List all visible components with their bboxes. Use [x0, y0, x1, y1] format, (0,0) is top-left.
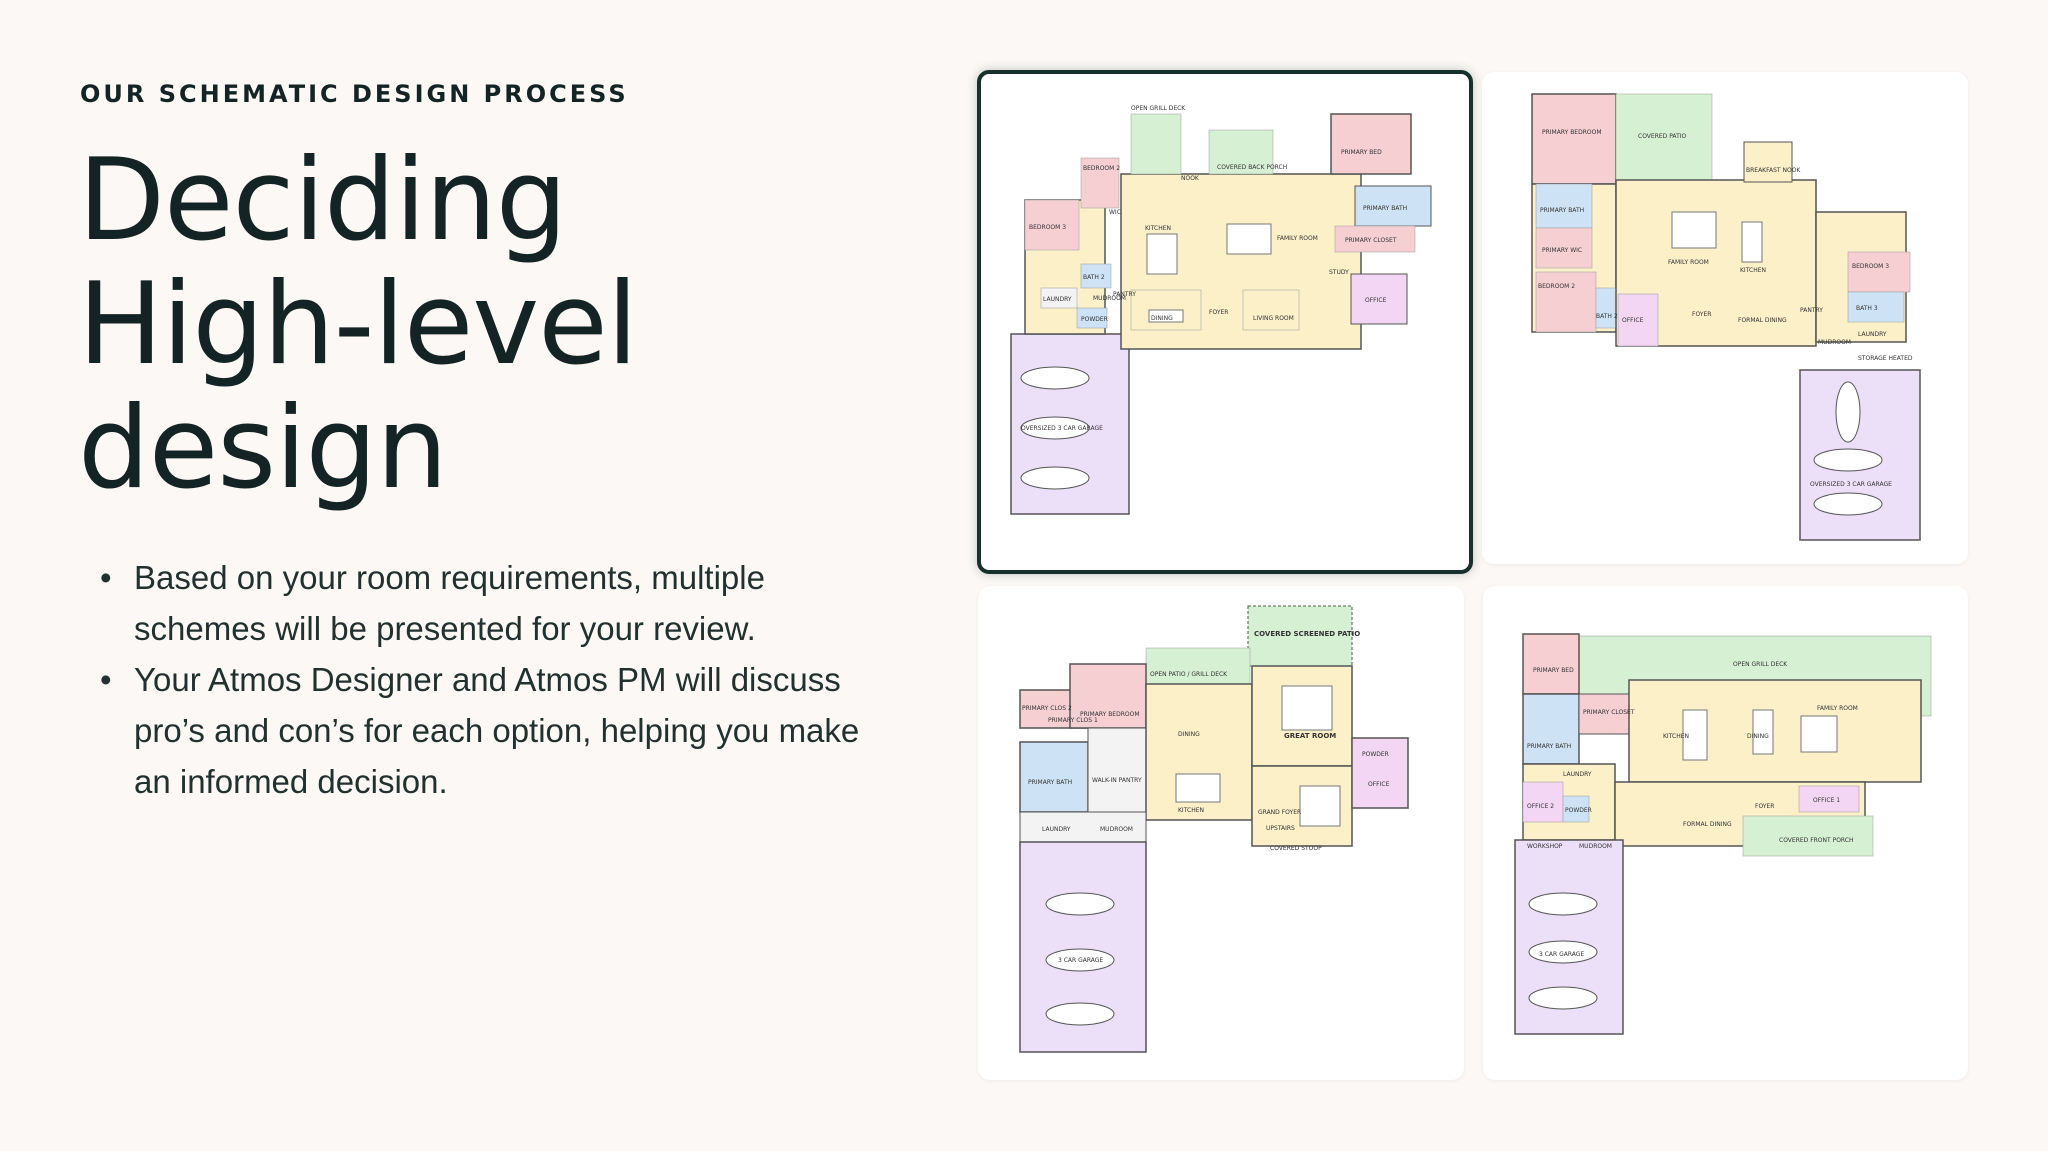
plan3-label-primary-bed: PRIMARY BEDROOM	[1080, 711, 1140, 718]
section-eyebrow: OUR SCHEMATIC DESIGN PROCESS	[80, 80, 629, 108]
title-line-1: Deciding	[78, 134, 568, 266]
plan3-label-stoop: COVERED STOOP	[1270, 845, 1322, 852]
plan4-label-laundry: LAUNDRY	[1563, 771, 1592, 778]
floor-plan-card-3[interactable]: COVERED SCREENED PATIO OPEN PATIO / GRIL…	[978, 586, 1464, 1080]
plan2-label-family: FAMILY ROOM	[1668, 259, 1709, 266]
plan2-label-mudroom: MUDROOM	[1818, 339, 1851, 346]
plan4-label-primary-bath: PRIMARY BATH	[1527, 743, 1571, 750]
plan4-label-dining: DINING	[1747, 733, 1769, 740]
plan3-label-open-patio: OPEN PATIO / GRILL DECK	[1150, 671, 1228, 678]
plan3-label-garage: 3 CAR GARAGE	[1058, 957, 1103, 964]
bullet-item: Your Atmos Designer and Atmos PM will di…	[100, 654, 860, 807]
plan1-label-bath2: BATH 2	[1083, 274, 1105, 281]
plan1-label-bedroom3: BEDROOM 3	[1029, 224, 1066, 231]
plan3-label-clos1: PRIMARY CLOS 1	[1048, 717, 1098, 724]
title-line-2: High-level	[78, 258, 638, 390]
plan4-label-workshop: WORKSHOP	[1527, 843, 1563, 850]
plan3-label-laundry: LAUNDRY	[1042, 826, 1071, 833]
plan2-label-patio: COVERED PATIO	[1638, 133, 1686, 140]
plan2-label-primary-wic: PRIMARY WIC	[1542, 247, 1582, 254]
plan2-label-kitchen: KITCHEN	[1740, 267, 1766, 274]
plan2-label-bath2: BATH 2	[1596, 313, 1618, 320]
plan3-label-primary-bath: PRIMARY BATH	[1028, 779, 1072, 786]
plan3-label-upstairs: UPSTAIRS	[1266, 825, 1295, 832]
bullet-list: Based on your room requirements, multipl…	[100, 552, 860, 807]
plan1-label-foyer: FOYER	[1209, 309, 1228, 316]
plan2-label-foyer: FOYER	[1692, 311, 1711, 318]
plan1-label-deck: OPEN GRILL DECK	[1131, 105, 1186, 112]
plan1-label-dining: DINING	[1151, 315, 1173, 322]
plan4-label-primary-bed: PRIMARY BED	[1533, 667, 1574, 674]
plan2-label-primary-bed: PRIMARY BEDROOM	[1542, 129, 1602, 136]
plan3-label-clos2: PRIMARY CLOS 2	[1022, 705, 1072, 712]
floor-plan-1-drawing: OPEN GRILL DECK COVERED BACK PORCH BEDRO…	[1010, 105, 1432, 515]
plan2-label-pantry: PANTRY	[1800, 307, 1823, 314]
plan2-label-laundry: LAUNDRY	[1858, 331, 1887, 338]
plan4-label-garage: 3 CAR GARAGE	[1539, 951, 1584, 958]
plan1-label-mudroom: MUDROOM	[1093, 295, 1126, 302]
plan1-label-bedroom2: BEDROOM 2	[1083, 165, 1120, 172]
plan4-label-kitchen: KITCHEN	[1663, 733, 1689, 740]
plan2-label-bedroom2: BEDROOM 2	[1538, 283, 1575, 290]
plan2-label-primary-bath: PRIMARY BATH	[1540, 207, 1584, 214]
plan3-label-kitchen: KITCHEN	[1178, 807, 1204, 814]
plan1-label-primary-bed: PRIMARY BED	[1341, 149, 1382, 156]
plan2-label-bath3: BATH 3	[1856, 305, 1878, 312]
plan4-label-deck: OPEN GRILL DECK	[1733, 661, 1788, 668]
plan2-label-breakfast: BREAKFAST NOOK	[1746, 167, 1801, 174]
plan1-label-wic: WIC	[1109, 209, 1121, 216]
plan1-label-kitchen: KITCHEN	[1145, 225, 1171, 232]
floor-plan-card-1[interactable]: OPEN GRILL DECK COVERED BACK PORCH BEDRO…	[977, 70, 1473, 574]
page-title: Deciding High-level design	[78, 138, 898, 510]
plan3-label-powder: POWDER	[1362, 751, 1389, 758]
plan4-label-office1: OFFICE 1	[1813, 797, 1840, 804]
floor-plan-2-drawing: PRIMARY BEDROOM COVERED PATIO BREAKFAST …	[1531, 93, 1921, 541]
plan3-label-walkin: WALK-IN PANTRY	[1092, 777, 1142, 784]
plan4-label-primary-closet: PRIMARY CLOSET	[1583, 709, 1635, 716]
bullet-item: Based on your room requirements, multipl…	[100, 552, 860, 654]
plan1-label-nook: NOOK	[1181, 175, 1200, 182]
floor-plan-4-drawing: PRIMARY BED OPEN GRILL DECK PRIMARY BATH…	[1514, 633, 1932, 1035]
plan2-label-storage: STORAGE HEATED	[1858, 355, 1913, 362]
floor-plan-3-drawing: COVERED SCREENED PATIO OPEN PATIO / GRIL…	[1019, 605, 1409, 1053]
plan3-label-office: OFFICE	[1368, 781, 1390, 788]
plan3-label-great: GREAT ROOM	[1284, 732, 1336, 740]
plan4-label-formal: FORMAL DINING	[1683, 821, 1732, 828]
plan1-label-porch: COVERED BACK PORCH	[1217, 164, 1287, 171]
plan1-label-study: STUDY	[1329, 269, 1349, 276]
plan1-label-pantry: PANTRY	[1113, 291, 1136, 298]
plan2-label-office: OFFICE	[1622, 317, 1644, 324]
plan1-label-powder: POWDER	[1081, 316, 1108, 323]
plan4-label-front-porch: COVERED FRONT PORCH	[1779, 837, 1854, 844]
title-line-3: design	[78, 382, 448, 514]
plan4-label-office2: OFFICE 2	[1527, 803, 1554, 810]
plan1-label-laundry: LAUNDRY	[1043, 296, 1072, 303]
plan1-label-living: LIVING ROOM	[1253, 315, 1294, 322]
plan2-label-garage: OVERSIZED 3 CAR GARAGE	[1810, 481, 1892, 488]
plan4-label-mudroom: MUDROOM	[1579, 843, 1612, 850]
plan2-label-dining: FORMAL DINING	[1738, 317, 1787, 324]
plan1-label-primary-bath: PRIMARY BATH	[1363, 205, 1407, 212]
plan1-label-family: FAMILY ROOM	[1277, 235, 1318, 242]
floor-plan-card-2[interactable]: PRIMARY BEDROOM COVERED PATIO BREAKFAST …	[1482, 72, 1968, 564]
plan2-label-bedroom3: BEDROOM 3	[1852, 263, 1889, 270]
plan4-label-family: FAMILY ROOM	[1817, 705, 1858, 712]
plan1-label-office: OFFICE	[1365, 297, 1387, 304]
plan3-label-dining: DINING	[1178, 731, 1200, 738]
plan4-label-powder: POWDER	[1565, 807, 1592, 814]
floor-plan-card-4[interactable]: PRIMARY BED OPEN GRILL DECK PRIMARY BATH…	[1483, 586, 1968, 1080]
plan3-label-screened: COVERED SCREENED PATIO	[1254, 630, 1360, 638]
plan1-label-garage: OVERSIZED 3 CAR GARAGE	[1021, 425, 1103, 432]
plan4-label-foyer: FOYER	[1755, 803, 1774, 810]
plan3-label-mudroom: MUDROOM	[1100, 826, 1133, 833]
plan1-label-primary-closet: PRIMARY CLOSET	[1345, 237, 1397, 244]
plan3-label-grand-foyer: GRAND FOYER	[1258, 809, 1301, 816]
